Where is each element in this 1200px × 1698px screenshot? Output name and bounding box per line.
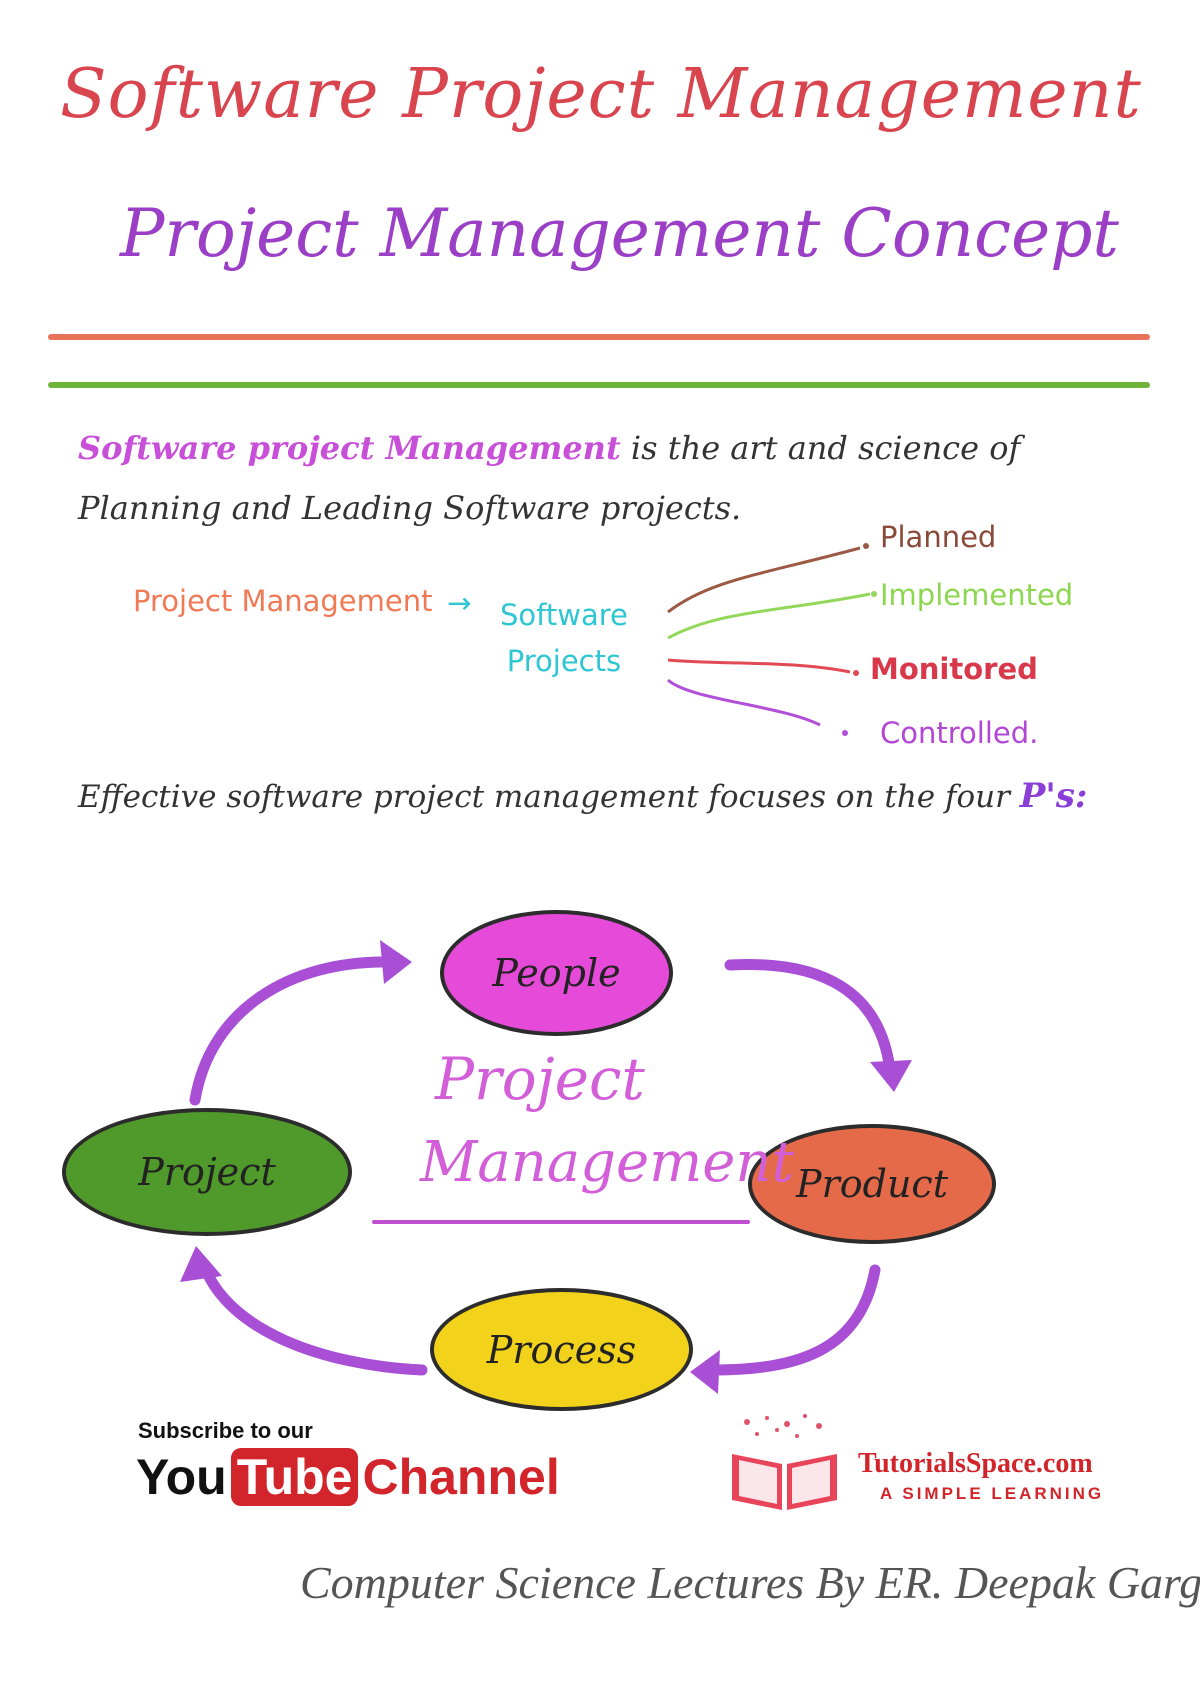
cycle-arrowheads <box>180 940 912 1394</box>
page-title: Software Project Management <box>60 55 1142 134</box>
arrowhead-project <box>180 1246 222 1282</box>
node-process: Process <box>430 1288 693 1411</box>
youtube-channel: Channel <box>362 1449 560 1505</box>
node-product: Product <box>748 1124 996 1244</box>
arrowhead-process <box>690 1350 720 1394</box>
arrowhead-product <box>870 1060 912 1092</box>
page-subtitle: Project Management Concept <box>120 195 1119 272</box>
focus-sentence: Effective software project management fo… <box>78 776 1168 816</box>
focus-ps: P's: <box>1019 776 1088 816</box>
arrowhead-people <box>380 940 412 984</box>
branch-planned: Planned <box>880 520 997 554</box>
youtube-you: You <box>136 1449 227 1505</box>
branch-line-planned <box>667 546 861 614</box>
flow-source-label: Project Management <box>133 584 433 618</box>
divider-green <box>48 382 1150 388</box>
divider-orange <box>48 334 1150 340</box>
branch-controlled: Controlled. <box>880 716 1039 750</box>
branch-dot-implemented <box>871 591 877 597</box>
node-product-label: Product <box>796 1162 948 1206</box>
arrow-people-to-product <box>724 958 896 1076</box>
definition-text-line2: Planning and Leading Software projects. <box>78 489 742 527</box>
definition-term: Software project Management <box>78 429 621 467</box>
node-project: Project <box>62 1108 352 1236</box>
cycle-center-line1: Project <box>435 1045 645 1113</box>
branch-implemented: Implemented <box>880 578 1074 612</box>
cycle-center-underline <box>372 1220 750 1224</box>
cycle-arrows <box>189 956 896 1376</box>
node-people-label: People <box>492 951 621 995</box>
arrow-process-to-project <box>199 1262 428 1376</box>
node-process-label: Process <box>486 1327 637 1372</box>
flow-target-line2: Projects <box>506 644 622 678</box>
flow-arrow: → <box>447 586 472 620</box>
youtube-logo[interactable]: You Tube Channel <box>136 1448 560 1506</box>
footer-credit: Computer Science Lectures By ER. Deepak … <box>300 1557 1200 1608</box>
site-tagline: A SIMPLE LEARNING <box>880 1484 1105 1503</box>
branch-line-implemented <box>667 592 871 640</box>
node-project-label: Project <box>138 1150 276 1194</box>
branch-monitored: Monitored <box>870 652 1038 686</box>
definition-text-line1: is the art and science of <box>630 429 1021 467</box>
branch-dot-monitored <box>853 670 859 676</box>
arrow-project-to-people <box>189 956 396 1106</box>
subscribe-text: Subscribe to our <box>138 1418 313 1443</box>
branch-dot-controlled <box>842 730 848 736</box>
branch-dot-planned <box>863 543 869 549</box>
cycle-center-line2: Management <box>420 1130 794 1195</box>
branch-line-controlled <box>666 678 821 727</box>
definition-paragraph: Software project Management is the art a… <box>78 418 1118 538</box>
branch-line-monitored <box>667 658 851 674</box>
flow-target-label: Software Projects <box>500 592 628 684</box>
site-name[interactable]: TutorialsSpace.com <box>858 1448 1093 1479</box>
open-book-icon <box>732 1414 837 1510</box>
youtube-tube: Tube <box>230 1448 359 1506</box>
flow-target-line1: Software <box>500 598 628 632</box>
arrow-product-to-process <box>706 1264 881 1376</box>
focus-text: Effective software project management fo… <box>78 779 1010 815</box>
node-people: People <box>440 910 673 1036</box>
